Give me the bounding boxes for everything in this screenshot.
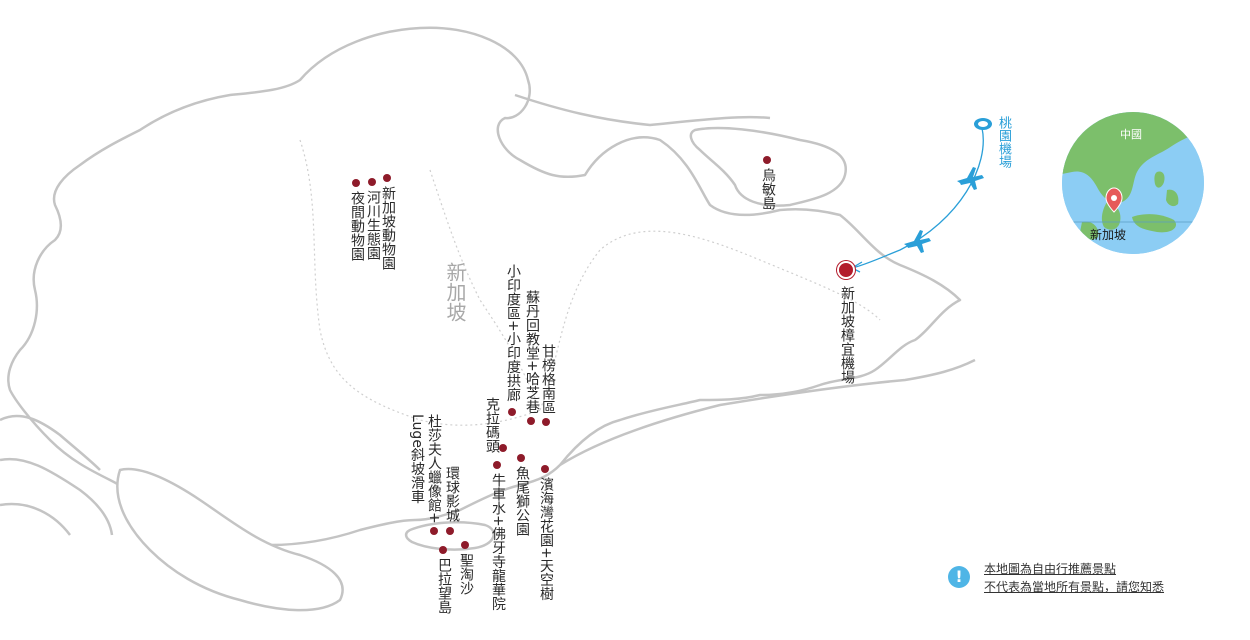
attraction-dot-sentosa[interactable] [461, 541, 469, 549]
inset-globe-map: 中國 新加坡 [1062, 112, 1204, 254]
attraction-label-ubin: 烏敏島 [760, 168, 776, 210]
inset-label-singapore: 新加坡 [1090, 228, 1127, 242]
attraction-dot-merlion[interactable] [517, 454, 525, 462]
attraction-dot-clarke[interactable] [499, 444, 507, 452]
attraction-dot-river[interactable] [368, 178, 376, 186]
taoyuan-airport-marker[interactable] [973, 117, 993, 131]
attraction-dot-tussauds[interactable] [430, 527, 438, 535]
attraction-dot-chinatown[interactable] [493, 461, 501, 469]
attraction-label-kampong: 甘榜格南區 [540, 344, 556, 414]
attraction-label-palawan: 巴拉望島 [436, 558, 452, 614]
attraction-dot-universal[interactable] [446, 527, 454, 535]
attraction-dot-sultan[interactable] [527, 417, 535, 425]
attraction-label-merlion: 魚尾獅公園 [514, 466, 530, 536]
attraction-dot-marina[interactable] [541, 465, 549, 473]
changi-airport-label: 新加坡樟宜機場 [839, 286, 855, 384]
attraction-label-clarke: 克拉碼頭 [484, 397, 500, 453]
attraction-label-luge: Luge斜坡滑車 [409, 414, 425, 504]
attraction-label-sultan: 蘇丹回教堂+哈芝巷 [524, 290, 540, 414]
attraction-label-marina: 濱海灣花園+天空樹 [538, 477, 554, 601]
info-icon: ! [948, 566, 970, 588]
airplane-icon [957, 167, 984, 190]
notice-line-2: 不代表為當地所有景點，請您知悉 [984, 580, 1165, 594]
attraction-dot-ubin[interactable] [763, 156, 771, 164]
sentosa-outline [404, 521, 495, 551]
attraction-label-tussauds: 杜莎夫人蠟像館+ [426, 414, 442, 524]
attraction-label-chinatown: 牛車水+佛牙寺龍華院 [490, 473, 506, 611]
attraction-dot-night[interactable] [352, 179, 360, 187]
attraction-label-sentosa: 聖淘沙 [458, 553, 474, 595]
attraction-dot-zoo[interactable] [383, 174, 391, 182]
airplane-icon [904, 230, 931, 253]
country-label: 新加坡 [443, 262, 467, 322]
inset-label-china: 中國 [1120, 128, 1142, 141]
taoyuan-airport-label: 桃園機場 [996, 116, 1011, 168]
notice-line-1: 本地圖為自由行推薦景點 [984, 562, 1117, 576]
attraction-label-universal: 環球影城 [444, 466, 460, 522]
attraction-label-zoo: 新加坡動物園 [380, 186, 396, 270]
mainland-outline [7, 26, 962, 547]
changi-airport-marker[interactable] [839, 263, 853, 277]
ubin-outline [689, 126, 848, 207]
attraction-label-river: 河川生態園 [365, 190, 381, 260]
west-islands-outline [116, 467, 344, 612]
attraction-dot-littleindia[interactable] [508, 408, 516, 416]
attraction-dot-kampong[interactable] [542, 418, 550, 426]
attraction-label-littleindia: 小印度區+小印度拱廊 [505, 264, 521, 402]
attraction-label-night: 夜間動物園 [349, 191, 365, 261]
attraction-dot-palawan[interactable] [439, 546, 447, 554]
